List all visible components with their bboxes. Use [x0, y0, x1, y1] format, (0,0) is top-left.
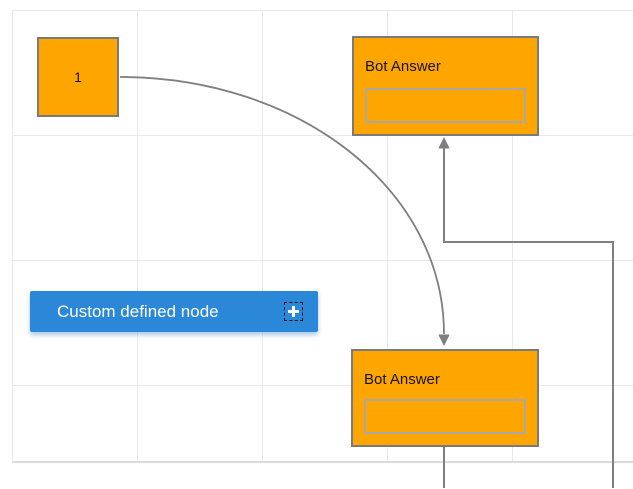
plus-glyph: [285, 303, 302, 320]
bot-answer-title: Bot Answer: [365, 58, 441, 75]
custom-node-label: Custom defined node: [57, 301, 219, 321]
custom-defined-node[interactable]: Custom defined node: [30, 291, 318, 332]
bot-answer-node-bottom[interactable]: Bot Answer: [351, 349, 539, 447]
start-node-label: 1: [74, 69, 82, 85]
bot-answer-node-top[interactable]: Bot Answer: [352, 36, 539, 136]
plus-icon[interactable]: [284, 302, 303, 321]
start-node[interactable]: 1: [37, 37, 119, 117]
connector-curved[interactable]: [119, 76, 445, 335]
connector-orthogonal[interactable]: [443, 148, 614, 488]
bot-answer-title: Bot Answer: [364, 371, 440, 388]
bot-answer-input[interactable]: [365, 88, 526, 123]
bot-answer-input[interactable]: [364, 399, 526, 434]
